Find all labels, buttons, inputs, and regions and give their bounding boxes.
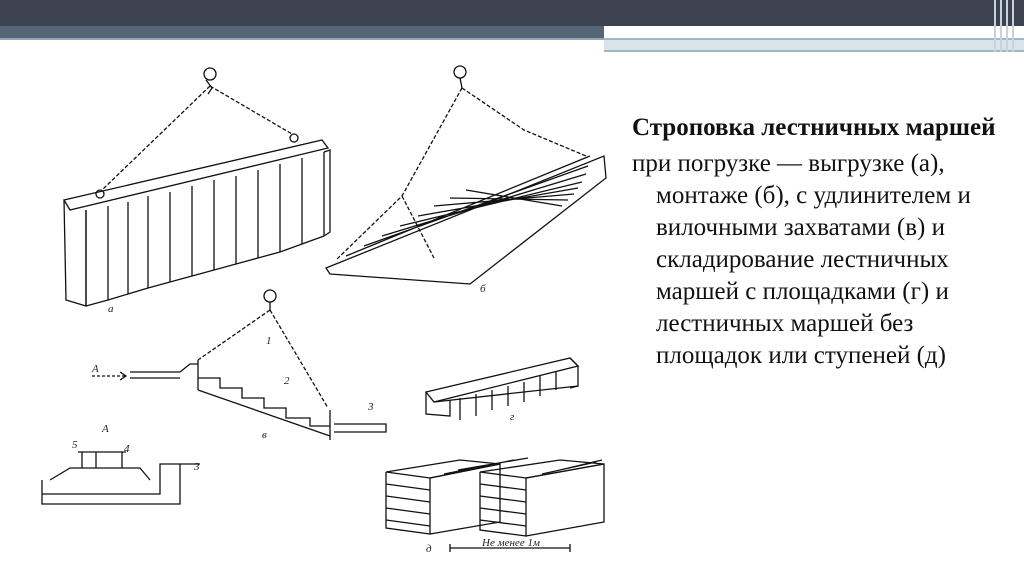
- slide-accent-line-top: [604, 38, 1024, 40]
- figure-section-a: [41, 451, 200, 505]
- slide-accent-line-bottom: [604, 50, 1024, 52]
- figure-b: [325, 65, 607, 285]
- arrow-a-label: А: [91, 363, 99, 375]
- callout-3b: 3: [193, 461, 200, 473]
- figure-d: [385, 457, 605, 552]
- figure-labels: а б в г д А А 1 2 3 3 4 5 Не менее 1м: [72, 283, 540, 555]
- figure-a: [62, 67, 331, 307]
- callout-1: 1: [266, 335, 272, 347]
- text-panel: Строповка лестничных маршей при погрузке…: [632, 112, 1016, 372]
- dimension-label: Не менее 1м: [481, 537, 540, 549]
- slide-title: Строповка лестничных маршей: [632, 114, 996, 141]
- slide-header-stripe: [0, 26, 604, 38]
- callout-4: 4: [124, 443, 130, 455]
- label-a: а: [108, 303, 114, 315]
- callout-5: 5: [72, 439, 78, 451]
- section-a-label: А: [101, 423, 109, 435]
- label-g: г: [510, 411, 515, 423]
- label-d: д: [426, 543, 432, 555]
- label-v: в: [262, 429, 267, 441]
- slide-description: при погрузке — выгрузке (а), монтаже (б)…: [632, 150, 971, 369]
- slinging-illustration: а б в г д А А 1 2 3 3 4 5 Не менее 1м: [41, 65, 607, 555]
- slide-accent-band: [604, 38, 1024, 52]
- label-b: б: [480, 283, 486, 295]
- callout-3: 3: [367, 401, 374, 413]
- figure-v: [92, 289, 387, 440]
- slide-header-line: [0, 38, 604, 40]
- corner-decoration: [990, 0, 1024, 52]
- slide-header-bar: [0, 0, 1024, 26]
- figure-g: [424, 357, 580, 420]
- callout-2: 2: [284, 375, 290, 387]
